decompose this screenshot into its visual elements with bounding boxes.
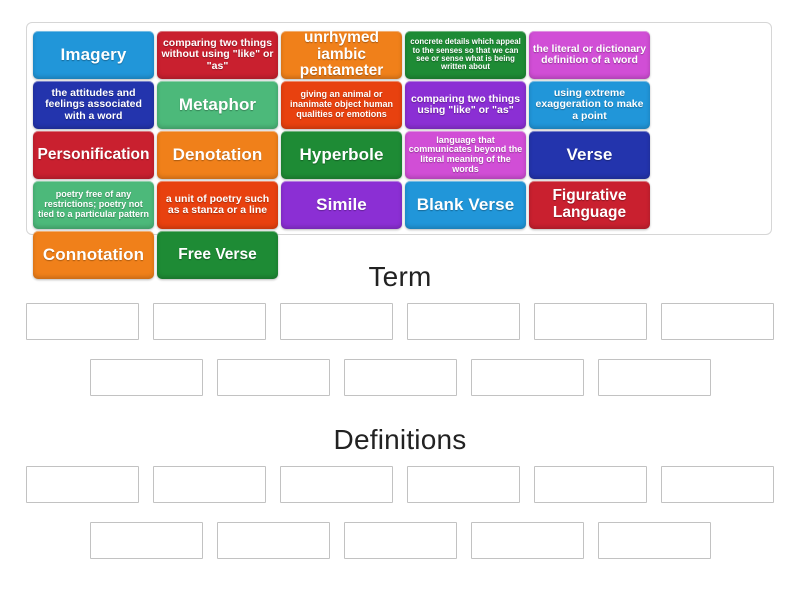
drop-slot-term[interactable] [597,359,711,396]
drop-slot-definitions[interactable] [597,522,711,559]
section-title-term: Term [368,261,432,292]
answer-tile[interactable]: comparing two things using "like" or "as… [405,81,526,129]
drop-slot-definitions[interactable] [343,522,457,559]
answer-tile[interactable]: Blank Verse [405,181,526,229]
drop-slot-definitions[interactable] [407,466,520,503]
section-title-definitions: Definitions [333,424,467,455]
answer-tile[interactable]: comparing two things without using "like… [157,31,278,79]
answer-tile[interactable]: Personification [33,131,154,179]
drop-row [0,466,800,503]
answer-tile[interactable]: the attitudes and feelings associated wi… [33,81,154,129]
answer-tile[interactable]: Connotation [33,231,154,279]
drop-slot-term[interactable] [661,303,774,340]
drop-slot-definitions[interactable] [153,466,266,503]
answer-tile[interactable]: Denotation [157,131,278,179]
drop-slot-definitions[interactable] [89,522,203,559]
drop-slot-definitions[interactable] [26,466,139,503]
drop-slot-term[interactable] [407,303,520,340]
drop-slot-definitions[interactable] [534,466,647,503]
answer-tile[interactable]: Metaphor [157,81,278,129]
drop-slot-term[interactable] [153,303,266,340]
drop-slot-definitions[interactable] [280,466,393,503]
answer-tile[interactable]: Figurative Language [529,181,650,229]
drop-slot-definitions[interactable] [661,466,774,503]
drop-slot-definitions[interactable] [216,522,330,559]
answer-tile[interactable]: a unit of poetry such as a stanza or a l… [157,181,278,229]
answer-tile[interactable]: Verse [529,131,650,179]
answer-tile[interactable]: poetry free of any restrictions; poetry … [33,181,154,229]
drop-slot-term[interactable] [470,359,584,396]
drop-slot-definitions[interactable] [470,522,584,559]
dropzone-group-term [0,303,800,396]
drop-slot-term[interactable] [216,359,330,396]
answer-tile[interactable]: language that communicates beyond the li… [405,131,526,179]
answer-tile[interactable]: unrhymed iambic pentameter [281,31,402,79]
answer-tile[interactable]: Free Verse [157,231,278,279]
drop-slot-term[interactable] [89,359,203,396]
answer-tile[interactable]: concrete details which appeal to the sen… [405,31,526,79]
drop-row [0,359,800,396]
drop-slot-term[interactable] [280,303,393,340]
drop-slot-term[interactable] [343,359,457,396]
answer-tile[interactable]: giving an animal or inanimate object hum… [281,81,402,129]
drop-row [0,303,800,340]
answer-tile[interactable]: Simile [281,181,402,229]
answer-tile[interactable]: the literal or dictionary definition of … [529,31,650,79]
answer-tile[interactable]: Hyperbole [281,131,402,179]
drop-row [0,522,800,559]
drop-slot-term[interactable] [534,303,647,340]
answer-tile[interactable]: Imagery [33,31,154,79]
dropzone-group-definitions [0,466,800,559]
answer-tile[interactable]: using extreme exaggeration to make a poi… [529,81,650,129]
drop-slot-term[interactable] [26,303,139,340]
